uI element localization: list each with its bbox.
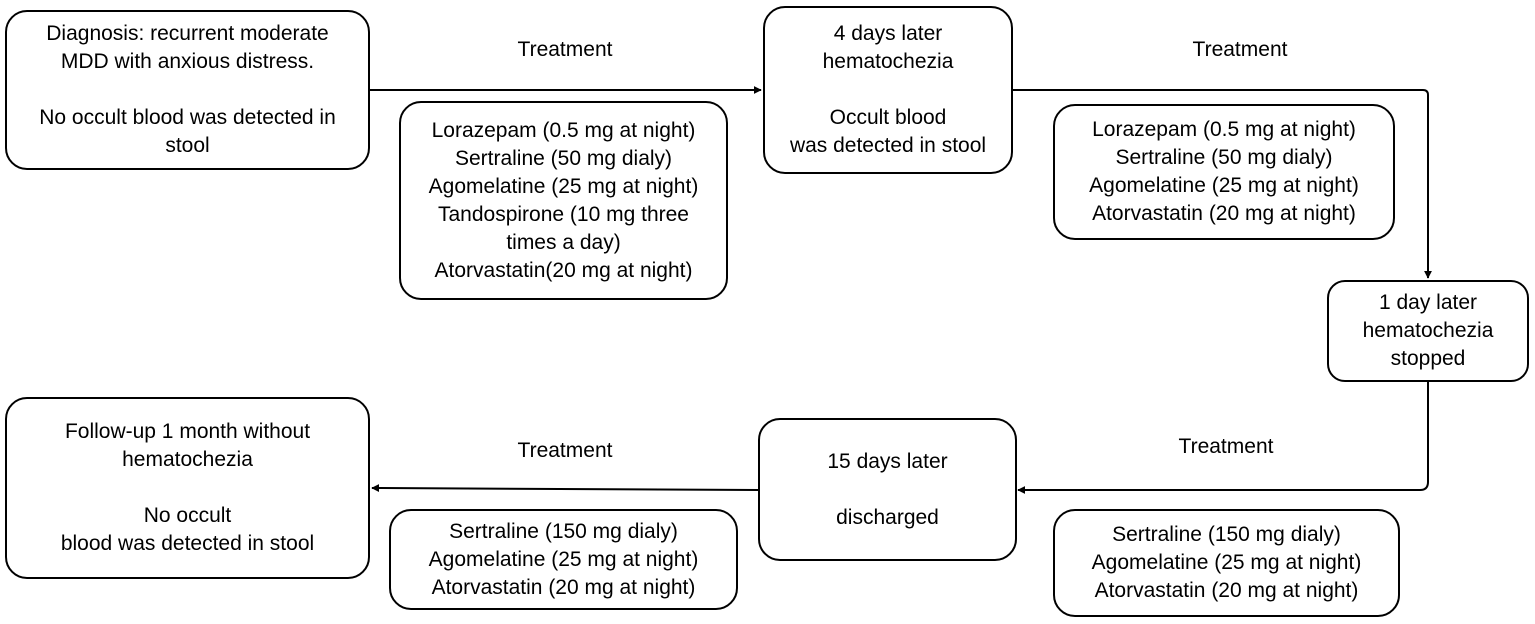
treatment-box-2: Lorazepam (0.5 mg at night) Sertraline (…: [1053, 104, 1395, 240]
followup-line-2: hematochezia: [122, 448, 253, 471]
t2-line-2: Sertraline (50 mg dialy): [1115, 146, 1333, 169]
treatment-label-4: Treatment: [517, 439, 613, 462]
t4-line-1: Sertraline (150 mg dialy): [449, 519, 678, 543]
arrow-day15-to-followup: [371, 484, 759, 493]
day15-node: 15 days later discharged: [758, 418, 1017, 561]
diagnosis-line-1: Diagnosis: recurrent moderate: [46, 22, 329, 45]
t1-line-2: Sertraline (50 mg dialy): [454, 146, 673, 170]
diagnosis-line-5: stool: [165, 134, 210, 157]
followup-node: Follow-up 1 month without hematochezia N…: [5, 397, 370, 579]
t1-line-3: Agomelatine (25 mg at night): [428, 174, 699, 198]
day15-line-1: 15 days later: [827, 449, 948, 473]
diagnosis-line-4: No occult blood was detected in: [39, 106, 336, 129]
followup-line-4: No occult: [143, 504, 232, 527]
day4-line-1: 4 days later: [833, 22, 943, 45]
diagnosis-node: Diagnosis: recurrent moderate MDD with a…: [5, 10, 370, 170]
day1-node: 1 day later hematochezia stopped: [1327, 280, 1529, 382]
day15-line-3: discharged: [836, 505, 939, 529]
treatment-box-4: Sertraline (150 mg dialy) Agomelatine (2…: [389, 509, 738, 610]
t4-line-3: Atorvastatin (20 mg at night): [431, 575, 696, 599]
diagnosis-line-2: MDD with anxious distress.: [60, 50, 315, 73]
t1-line-4: Tandospirone (10 mg three: [438, 202, 689, 226]
treatment-label-3: Treatment: [1178, 435, 1274, 458]
day4-node: 4 days later hematochezia Occult blood w…: [763, 6, 1013, 174]
t2-line-3: Agomelatine (25 mg at night): [1089, 174, 1359, 197]
t3-line-3: Atorvastatin (20 mg at night): [1094, 579, 1359, 602]
t4-line-2: Agomelatine (25 mg at night): [428, 547, 699, 571]
day4-line-5: was detected in stool: [789, 134, 987, 157]
t1-line-1: Lorazepam (0.5 mg at night): [431, 118, 696, 142]
treatment-label-1: Treatment: [517, 38, 613, 61]
t3-line-1: Sertraline (150 mg dialy): [1112, 523, 1341, 546]
t1-line-5: times a day): [506, 230, 621, 254]
day1-line-1: 1 day later: [1378, 291, 1478, 314]
arrow-day1-to-day15: [1017, 382, 1429, 494]
day1-line-2: hematochezia: [1362, 319, 1494, 342]
followup-line-1: Follow-up 1 month without: [64, 420, 311, 443]
t2-line-1: Lorazepam (0.5 mg at night): [1092, 118, 1356, 141]
t1-line-6: Atorvastatin(20 mg at night): [434, 258, 693, 282]
arrow-day4-to-day1: [1013, 89, 1432, 279]
t2-line-4: Atorvastatin (20 mg at night): [1092, 202, 1356, 225]
treatment-box-3: Sertraline (150 mg dialy) Agomelatine (2…: [1053, 509, 1400, 617]
day4-line-4: Occult blood: [829, 106, 947, 129]
treatment-box-1: Lorazepam (0.5 mg at night) Sertraline (…: [399, 101, 728, 300]
followup-line-5: blood was detected in stool: [60, 532, 315, 555]
treatment-label-2: Treatment: [1192, 38, 1288, 61]
day4-line-2: hematochezia: [822, 50, 954, 73]
day1-line-3: stopped: [1390, 347, 1466, 370]
t3-line-2: Agomelatine (25 mg at night): [1091, 551, 1362, 574]
